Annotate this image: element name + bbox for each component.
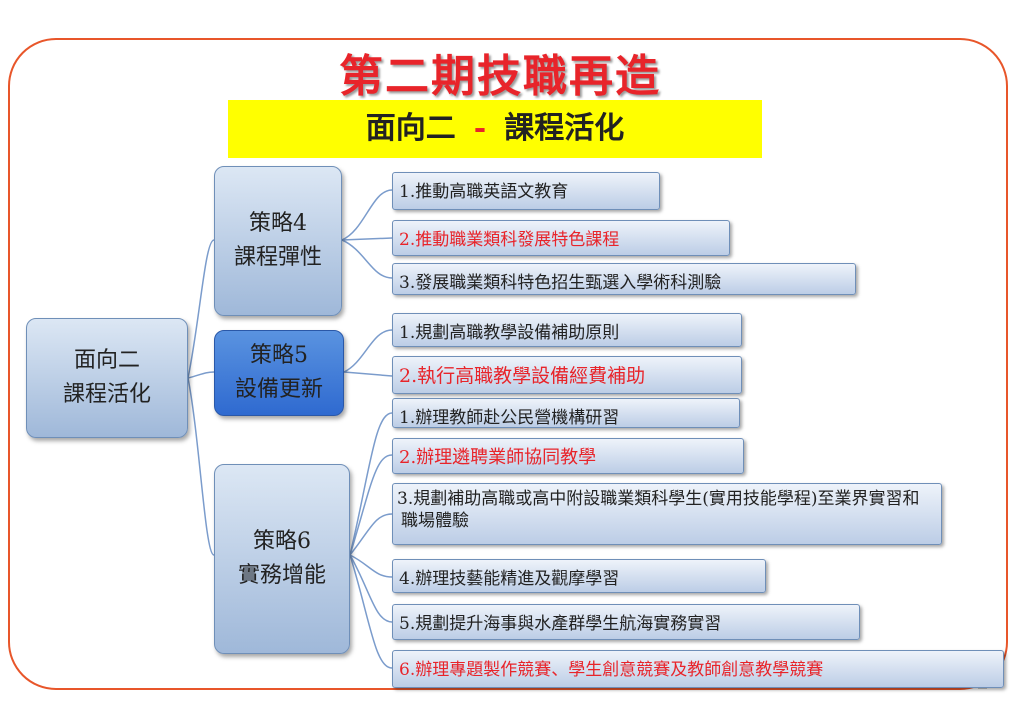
strategy-4-node: 策略4 課程彈性	[214, 166, 342, 316]
item-s4-3: 3.發展職業類科特色招生甄選入學術科測驗	[392, 263, 856, 295]
item-s5-1: 1.規劃高職教學設備補助原則	[392, 313, 742, 347]
strategy-5-line1: 策略5	[250, 343, 308, 368]
root-line1: 面向二	[73, 348, 140, 373]
link-s4-i3	[341, 239, 393, 279]
item-s5-2: 2.執行高職教學設備經費補助	[392, 356, 742, 394]
item-s6-2: 2.辦理遴聘業師協同教學	[392, 438, 744, 474]
link-s6-i4	[349, 554, 393, 578]
item-s6-6: 6.辦理專題製作競賽、學生創意競賽及教師創意教學競賽	[392, 650, 1004, 688]
item-s6-5: 5.規劃提升海事與水產群學生航海實務實習	[392, 604, 860, 640]
link-s6-i2	[349, 454, 393, 556]
item-s4-2: 2.推動職業類科發展特色課程	[392, 220, 730, 256]
subtitle-dash: -	[473, 111, 487, 146]
root-node: 面向二 課程活化	[26, 318, 188, 438]
link-root-s5	[187, 371, 215, 379]
strategy-5-node: 策略5 設備更新	[214, 330, 344, 416]
strategy-5-line2: 設備更新	[234, 377, 323, 402]
strategy-6-line1: 策略6	[253, 529, 311, 554]
item-s6-3: 3.規劃補助高職或高中附設職業類科學生(實用技能學程)至業界實習和職場體驗	[392, 483, 942, 545]
link-root-s4	[187, 239, 215, 379]
link-s6-i5	[349, 554, 393, 623]
subtitle-right: 課程活化	[504, 111, 625, 146]
item-s6-1: 1.辦理教師赴公民營機構研習	[392, 398, 740, 428]
strategy-6-line2: 實務增能	[237, 563, 326, 588]
link-s4-i2	[341, 237, 393, 241]
link-s6-i6	[349, 554, 393, 669]
page-number-mark: ―	[978, 684, 987, 694]
link-s4-i1	[341, 189, 393, 241]
subtitle-left: 面向二	[365, 111, 456, 146]
link-s5-i2	[343, 371, 393, 377]
strategy-4-line1: 策略4	[249, 211, 307, 236]
link-s6-i1	[349, 412, 393, 556]
link-root-s6	[187, 377, 215, 556]
subtitle-banner: 面向二-課程活化	[228, 100, 762, 158]
link-s5-i1	[343, 329, 393, 373]
rounded-frame	[8, 38, 1008, 690]
root-line2: 課程活化	[62, 382, 151, 407]
link-s6-i3	[349, 513, 393, 556]
page-title: 第二期技職再造	[339, 51, 661, 102]
strategy-6-node: 策略6 實務增能	[214, 464, 350, 654]
strategy-4-line2: 課程彈性	[233, 245, 322, 270]
item-s6-4: 4.辦理技藝能精進及觀摩學習	[392, 559, 766, 593]
item-s4-1: 1.推動高職英語文教育	[392, 172, 660, 210]
